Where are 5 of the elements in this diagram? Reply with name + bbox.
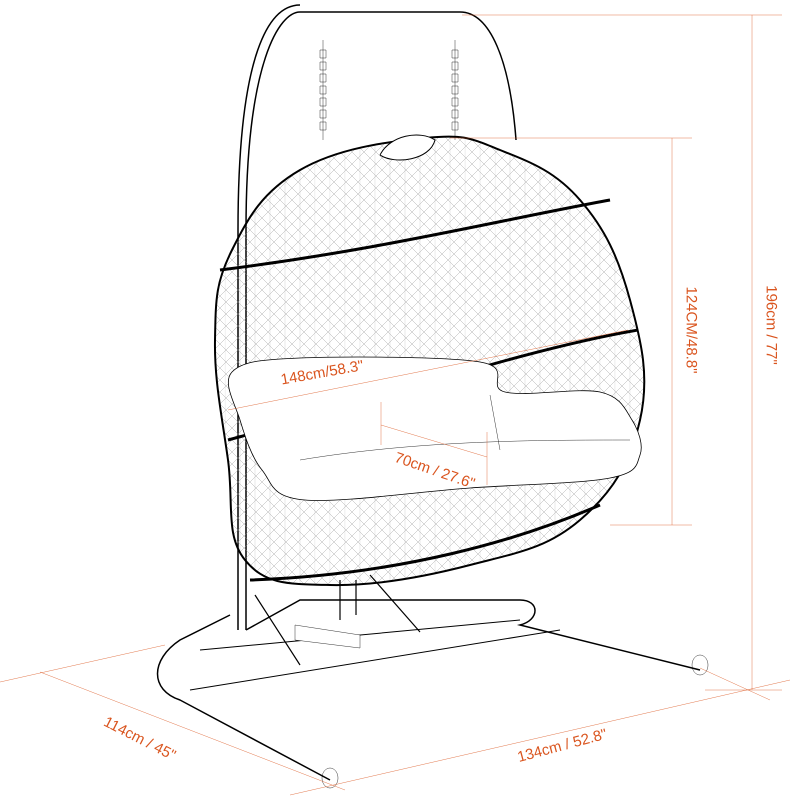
dimension-label: 148cm/58.3" xyxy=(282,360,362,384)
dimension-label: 70cm / 27.6" xyxy=(396,452,476,486)
dimension-label: 134cm / 52.8" xyxy=(518,728,606,762)
dimension-label: 124CM/48.8" xyxy=(686,288,698,373)
dimension-label: 196cm / 77" xyxy=(766,286,778,364)
